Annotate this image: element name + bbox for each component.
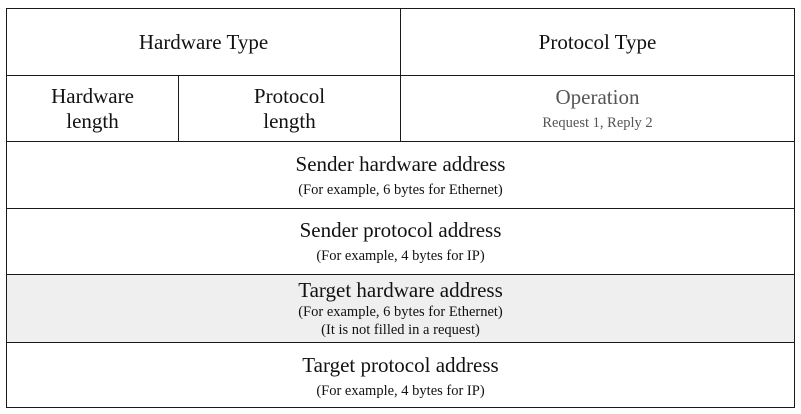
target-hardware-address-note: (For example, 6 bytes for Ethernet): [298, 304, 503, 320]
hardware-length-label-line2: length: [66, 108, 119, 133]
protocol-length-field: Protocol length: [178, 76, 400, 141]
row-target-protocol-address: Target protocol address (For example, 4 …: [7, 342, 794, 409]
target-protocol-address-field: Target protocol address (For example, 4 …: [7, 343, 794, 409]
protocol-type-field: Protocol Type: [400, 9, 794, 75]
arp-packet-format-diagram: Hardware Type Protocol Type Hardware len…: [6, 8, 795, 408]
sender-protocol-address-field: Sender protocol address (For example, 4 …: [7, 209, 794, 274]
protocol-length-label-line2: length: [263, 108, 316, 133]
row-sender-protocol-address: Sender protocol address (For example, 4 …: [7, 208, 794, 274]
hardware-type-label: Hardware Type: [138, 29, 269, 54]
target-hardware-address-field: Target hardware address (For example, 6 …: [7, 275, 794, 342]
protocol-length-label-line1: Protocol: [253, 83, 326, 108]
hardware-length-label-line1: Hardware: [51, 83, 134, 108]
row-sender-hardware-address: Sender hardware address (For example, 6 …: [7, 141, 794, 208]
hardware-type-field: Hardware Type: [7, 9, 400, 75]
sender-protocol-address-note: (For example, 4 bytes for IP): [316, 248, 485, 264]
row-types: Hardware Type Protocol Type: [7, 9, 794, 75]
target-protocol-address-note: (For example, 4 bytes for IP): [316, 382, 485, 399]
operation-label: Operation: [555, 85, 640, 109]
operation-note: Request 1, Reply 2: [542, 115, 653, 131]
target-hardware-address-note2: (It is not filled in a request): [321, 322, 480, 338]
target-hardware-address-label: Target hardware address: [298, 278, 503, 302]
row-lengths-operation: Hardware length Protocol length Operatio…: [7, 75, 794, 141]
sender-hardware-address-label: Sender hardware address: [295, 151, 506, 176]
target-protocol-address-label: Target protocol address: [302, 352, 499, 377]
hardware-length-field: Hardware length: [7, 76, 178, 141]
row-target-hardware-address: Target hardware address (For example, 6 …: [7, 274, 794, 342]
sender-hardware-address-note: (For example, 6 bytes for Ethernet): [298, 181, 503, 198]
sender-protocol-address-label: Sender protocol address: [299, 218, 502, 242]
operation-field: Operation Request 1, Reply 2: [400, 76, 794, 141]
sender-hardware-address-field: Sender hardware address (For example, 6 …: [7, 142, 794, 208]
protocol-type-label: Protocol Type: [538, 29, 657, 54]
